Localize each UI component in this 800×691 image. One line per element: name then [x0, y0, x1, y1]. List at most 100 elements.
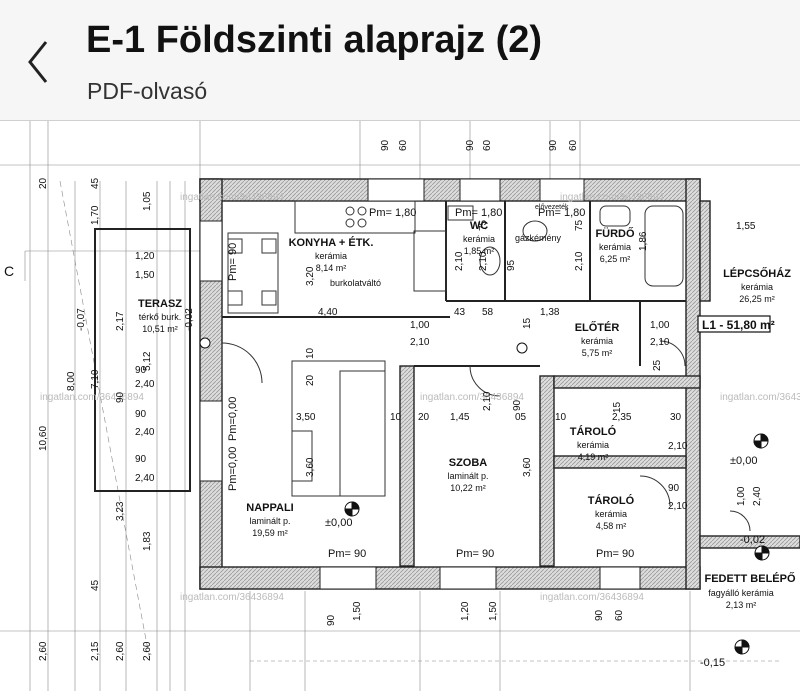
dim-label: 2,60: [142, 641, 153, 661]
dim-label: 1,20: [135, 251, 155, 262]
dim-label: 7,10: [90, 369, 101, 389]
room-area: 2,13 m²: [726, 600, 757, 610]
dim-label: 90: [465, 139, 476, 151]
dim-label: 2,10: [410, 337, 430, 348]
watermark: ingatlan.com/36436894: [40, 392, 144, 403]
back-button[interactable]: chevron-left-icon: [14, 34, 62, 90]
dim-label: 5,12: [142, 351, 153, 371]
room-name: LÉPCSŐHÁZ: [723, 267, 791, 280]
dim-label: 1,45: [450, 412, 470, 423]
room-area: 10,51 m²: [142, 324, 178, 334]
dim-label: 90: [380, 139, 391, 151]
dim-label: 2,10: [574, 251, 585, 271]
room-name: ELŐTÉR: [575, 321, 620, 334]
level-label: Pm= 1,80: [369, 207, 416, 219]
dim-label: 1,05: [142, 191, 153, 211]
dim-label: 15: [522, 317, 533, 329]
level-label: ±0,00: [325, 517, 352, 529]
note-gas-chimney: gázkémény: [515, 233, 562, 243]
dim-label: 45: [90, 177, 101, 189]
level-label: Pm= 90: [596, 548, 634, 560]
dim-label: 2,35: [612, 412, 632, 423]
room-material: fagyálló kerámia: [708, 588, 774, 598]
dim-label: 90: [135, 365, 147, 376]
dim-label: 10: [305, 347, 316, 359]
room-material: kerámia: [595, 509, 627, 519]
dim-label: 95: [506, 259, 517, 271]
dim-label: 58: [482, 307, 494, 318]
level-label: -0,02: [740, 534, 765, 546]
dim-label: 10: [555, 412, 567, 423]
room-material: kerámia: [577, 440, 609, 450]
room-material: kerámia: [463, 234, 495, 244]
room-name: TÁROLÓ: [570, 425, 617, 438]
room-area: 4,19 m²: [578, 452, 609, 462]
room-name: TÁROLÓ: [588, 494, 635, 507]
watermark: ingatlan.com/36436894: [560, 192, 664, 203]
room-name: KONYHA + ÉTK.: [289, 236, 374, 249]
dim-label: 60: [568, 139, 579, 151]
dim-label: 90: [512, 399, 523, 411]
floor-level-label: L1 - 51,80 m²: [702, 318, 775, 332]
dim-label: 3,50: [296, 412, 316, 423]
dim-label: 3,60: [522, 457, 533, 477]
dim-label: 10: [390, 412, 402, 423]
room-area: 10,22 m²: [450, 483, 486, 493]
room-area: 1,85 m²: [464, 246, 495, 256]
dim-label: 43: [454, 307, 466, 318]
dim-label: 1,50: [352, 601, 363, 621]
dim-label: 60: [398, 139, 409, 151]
level-label: Pm=0,00: [227, 397, 239, 441]
dim-label: 2,40: [752, 486, 763, 506]
dim-label: 8,00: [66, 371, 77, 391]
room-area: 8,14 m²: [316, 263, 347, 273]
watermark: ingatlan.com/36436894: [720, 392, 800, 403]
room-material: kerámia: [599, 242, 631, 252]
level-label: Pm= 90: [328, 548, 366, 560]
dim-label: 2,10: [482, 391, 493, 411]
dim-label: 2,10: [478, 251, 489, 271]
document-title: E-1 Földszinti alaprajz (2): [86, 19, 543, 61]
watermark: ingatlan.com/36436894: [180, 592, 284, 603]
dim-label: 90: [326, 614, 337, 626]
dim-label: 2,10: [454, 251, 465, 271]
dim-label: 2,10: [668, 441, 688, 452]
room-area: 6,25 m²: [600, 254, 631, 264]
dim-label: 2,10: [668, 501, 688, 512]
dim-label: 2,10: [650, 337, 670, 348]
dim-label: 90: [668, 483, 680, 494]
dim-label: 75: [574, 219, 585, 231]
dim-label: 3,23: [115, 501, 126, 521]
section-marker: C: [4, 263, 14, 279]
dim-label: 20: [38, 177, 49, 189]
dim-label: 2,40: [135, 379, 155, 390]
pdf-viewer[interactable]: L1 - 51,80 m² C ingatlan.com/36436894 in…: [0, 121, 800, 691]
room-area: 5,75 m²: [582, 348, 613, 358]
dim-label: 05: [515, 412, 527, 423]
watermark: ingatlan.com/36436894: [540, 592, 644, 603]
dim-label: 2,17: [115, 311, 126, 331]
dim-label: 20: [418, 412, 430, 423]
room-name: TERASZ: [138, 298, 182, 310]
dim-label: -0,07: [76, 308, 87, 331]
note-pre-wall: elővezeték: [535, 204, 569, 211]
dim-label: 60: [482, 139, 493, 151]
dim-label: 2,15: [90, 641, 101, 661]
room-name: FEDETT BELÉPŐ: [704, 572, 796, 585]
dim-label: 30: [670, 412, 682, 423]
dim-label: 1,38: [540, 307, 560, 318]
dim-label: 25: [652, 359, 663, 371]
room-material: térkő burk.: [139, 312, 182, 322]
dim-label: 2,40: [135, 427, 155, 438]
note-flooring-change: burkolatváltó: [330, 278, 381, 288]
room-area: 26,25 m²: [739, 294, 775, 304]
dim-label: 2,60: [115, 641, 126, 661]
room-material: kerámia: [581, 336, 613, 346]
room-material: kerámia: [741, 282, 773, 292]
app-subtitle: PDF-olvasó: [87, 78, 208, 104]
dim-label: 1,70: [90, 205, 101, 225]
dim-label: 1,55: [736, 221, 756, 232]
dim-label: 90: [135, 454, 147, 465]
dim-label: 4,40: [318, 307, 338, 318]
dim-label: 10,60: [38, 426, 49, 451]
